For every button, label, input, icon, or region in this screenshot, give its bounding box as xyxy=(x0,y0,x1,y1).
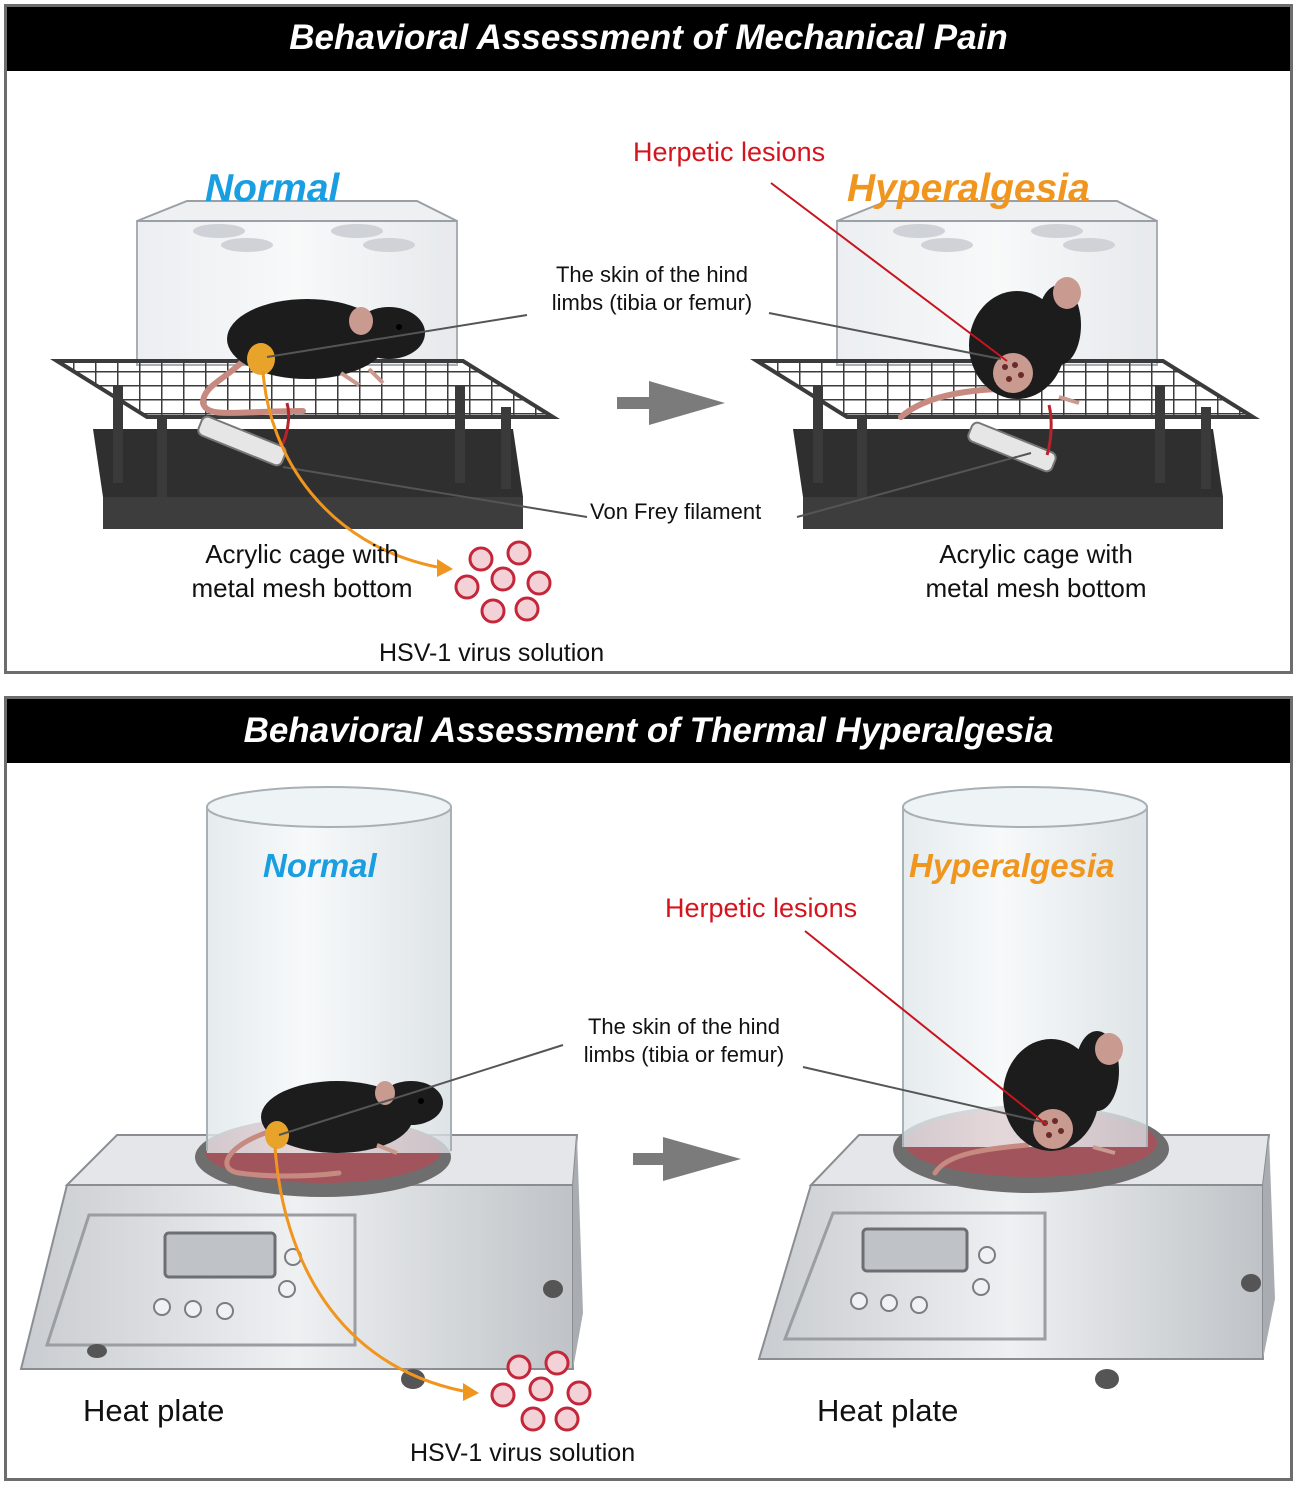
display-screen-hyperalgesia xyxy=(861,1227,969,1273)
mechanical-hyperalgesia-label: Hyperalgesia xyxy=(847,167,1090,210)
thermal-virus-label: HSV-1 virus solution xyxy=(410,1439,636,1467)
mechanical-cage-left-label: Acrylic cage with metal mesh bottom xyxy=(191,539,413,603)
mechanical-filament-label: Von Frey filament xyxy=(590,499,762,524)
injection-arrow-normal xyxy=(261,370,438,569)
control-buttons-normal xyxy=(153,1248,302,1320)
injection-arrow-thermal xyxy=(273,1146,464,1393)
injection-arrowhead-icon-thermal xyxy=(463,1383,479,1401)
mouse-normal-thermal xyxy=(224,1081,443,1179)
von-frey-filament-hyperalgesia xyxy=(967,404,1057,473)
mechanical-pain-panel: Behavioral Assessment of Mechanical Pain xyxy=(4,4,1293,674)
thermal-normal-label: Normal xyxy=(263,847,377,884)
callout-lines-thermal xyxy=(278,930,1048,1136)
thermal-illustration xyxy=(19,786,1275,1432)
acrylic-cage-normal xyxy=(50,200,560,529)
thermal-plate-left-label: Heat plate xyxy=(83,1393,225,1428)
display-screen-normal xyxy=(163,1231,277,1279)
mouse-hyperalgesia xyxy=(898,277,1081,420)
arrow-right-icon-thermal xyxy=(633,1137,741,1181)
thermal-plate-right-label: Heat plate xyxy=(817,1393,959,1428)
mouse-normal xyxy=(199,299,425,416)
mouse-hyperalgesia-thermal xyxy=(932,1031,1123,1176)
heat-plate-normal xyxy=(19,786,583,1389)
thermal-panel-title: Behavioral Assessment of Thermal Hyperal… xyxy=(7,699,1290,763)
mechanical-virus-label: HSV-1 virus solution xyxy=(379,639,605,667)
acrylic-cage-hyperalgesia xyxy=(750,200,1260,529)
mechanical-panel-title: Behavioral Assessment of Mechanical Pain xyxy=(7,7,1290,71)
mechanical-skin-label: The skin of the hind limbs (tibia or fem… xyxy=(551,262,753,315)
thermal-skin-label: The skin of the hind limbs (tibia or fem… xyxy=(583,1014,785,1067)
thermal-hyperalgesia-label: Hyperalgesia xyxy=(909,847,1115,884)
mechanical-cage-right-label: Acrylic cage with metal mesh bottom xyxy=(925,539,1147,603)
mechanical-normal-label: Normal xyxy=(205,167,340,210)
mechanical-illustration xyxy=(50,182,1260,624)
virus-particles-icon xyxy=(454,540,552,624)
thermal-hyperalgesia-panel: Behavioral Assessment of Thermal Hyperal… xyxy=(4,696,1293,1481)
control-buttons-hyperalgesia xyxy=(850,1246,996,1314)
mechanical-lesion-label: Herpetic lesions xyxy=(633,137,826,167)
heat-plate-hyperalgesia xyxy=(757,786,1275,1389)
injection-arrowhead-icon xyxy=(437,559,453,577)
callout-lines xyxy=(266,182,1032,518)
virus-particles-icon-thermal xyxy=(490,1350,592,1432)
arrow-right-icon xyxy=(617,381,725,425)
thermal-lesion-label: Herpetic lesions xyxy=(665,893,858,923)
